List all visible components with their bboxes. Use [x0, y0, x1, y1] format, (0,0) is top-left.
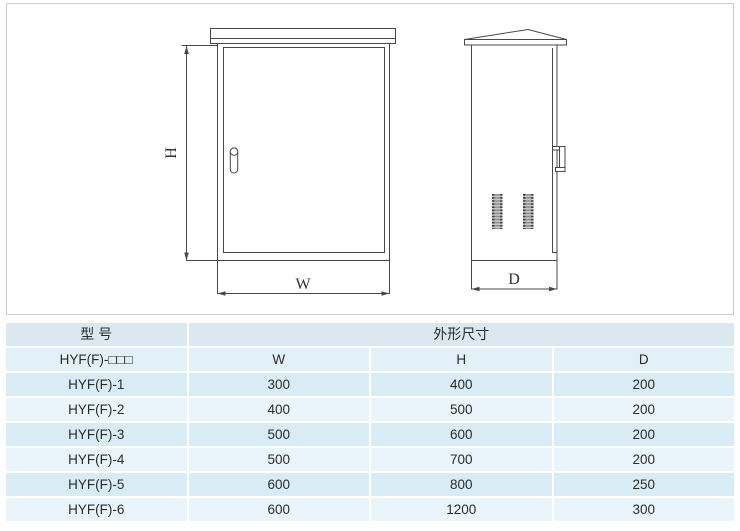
h-cell: 400: [371, 373, 552, 396]
d-cell: 200: [553, 398, 734, 421]
w-cell: 500: [188, 448, 369, 471]
side-body: [471, 44, 558, 290]
louver-vent-right-icon: [523, 194, 534, 229]
model-cell: HYF(F)-1: [6, 373, 187, 396]
panel-border: [6, 3, 734, 315]
w-cell: 500: [188, 423, 369, 446]
side-roof-peak: [464, 28, 567, 40]
w-cell: 600: [188, 473, 369, 496]
side-view: D: [464, 28, 567, 292]
h-cell: 800: [371, 473, 552, 496]
h-cell: 500: [371, 398, 552, 421]
table-row: HYF(F)-2 400 500 200: [6, 398, 734, 421]
louver-vent-left-icon: [492, 194, 503, 229]
w-cell: 300: [188, 373, 369, 396]
width-label: W: [295, 276, 311, 293]
model-cell: HYF(F)-3: [6, 423, 187, 446]
table-row: HYF(F)-1 300 400 200: [6, 373, 734, 396]
front-view: H W: [163, 28, 396, 296]
model-cell: HYF(F)-6: [6, 498, 187, 521]
side-handle-icon: [552, 146, 566, 172]
height-label: H: [163, 147, 180, 159]
d-cell: 200: [553, 373, 734, 396]
h-cell: 1200: [371, 498, 552, 521]
side-door-edge: [552, 48, 557, 253]
w-cell: 600: [188, 498, 369, 521]
subheader-d: D: [553, 348, 734, 371]
door-handle-icon: [229, 147, 239, 174]
table-row: HYF(F)-5 600 800 250: [6, 473, 734, 496]
depth-label: D: [508, 271, 520, 288]
w-cell: 400: [188, 398, 369, 421]
h-cell: 700: [371, 448, 552, 471]
cabinet-drawing-svg: H W: [6, 3, 734, 315]
d-cell: 200: [553, 423, 734, 446]
model-cell: HYF(F)-4: [6, 448, 187, 471]
table-row: HYF(F)-4 500 700 200: [6, 448, 734, 471]
front-cap: [210, 28, 396, 44]
table-row: HYF(F)-6 600 1200 300: [6, 498, 734, 521]
subheader-model: HYF(F)-□□□: [6, 348, 187, 371]
table-row: HYF(F)-3 500 600 200: [6, 423, 734, 446]
front-door: [223, 47, 385, 253]
spec-table: 型 号 外形尺寸 HYF(F)-□□□ W H D HYF(F)-1 300 4…: [6, 323, 734, 523]
d-cell: 300: [553, 498, 734, 521]
model-cell: HYF(F)-2: [6, 398, 187, 421]
subheader-w: W: [188, 348, 369, 371]
table-subheader-row: HYF(F)-□□□ W H D: [6, 348, 734, 371]
header-model: 型 号: [6, 323, 187, 346]
h-cell: 600: [371, 423, 552, 446]
subheader-h: H: [371, 348, 552, 371]
dimension-diagram: H W: [6, 3, 734, 315]
header-dimensions: 外形尺寸: [188, 323, 734, 346]
d-cell: 200: [553, 448, 734, 471]
width-dimension: [217, 291, 390, 296]
front-body: [217, 43, 390, 294]
height-dimension: [181, 45, 218, 261]
side-roof-band: [464, 39, 567, 46]
model-cell: HYF(F)-5: [6, 473, 187, 496]
d-cell: 250: [553, 473, 734, 496]
table-header-row: 型 号 外形尺寸: [6, 323, 734, 346]
depth-dimension: [471, 286, 557, 292]
